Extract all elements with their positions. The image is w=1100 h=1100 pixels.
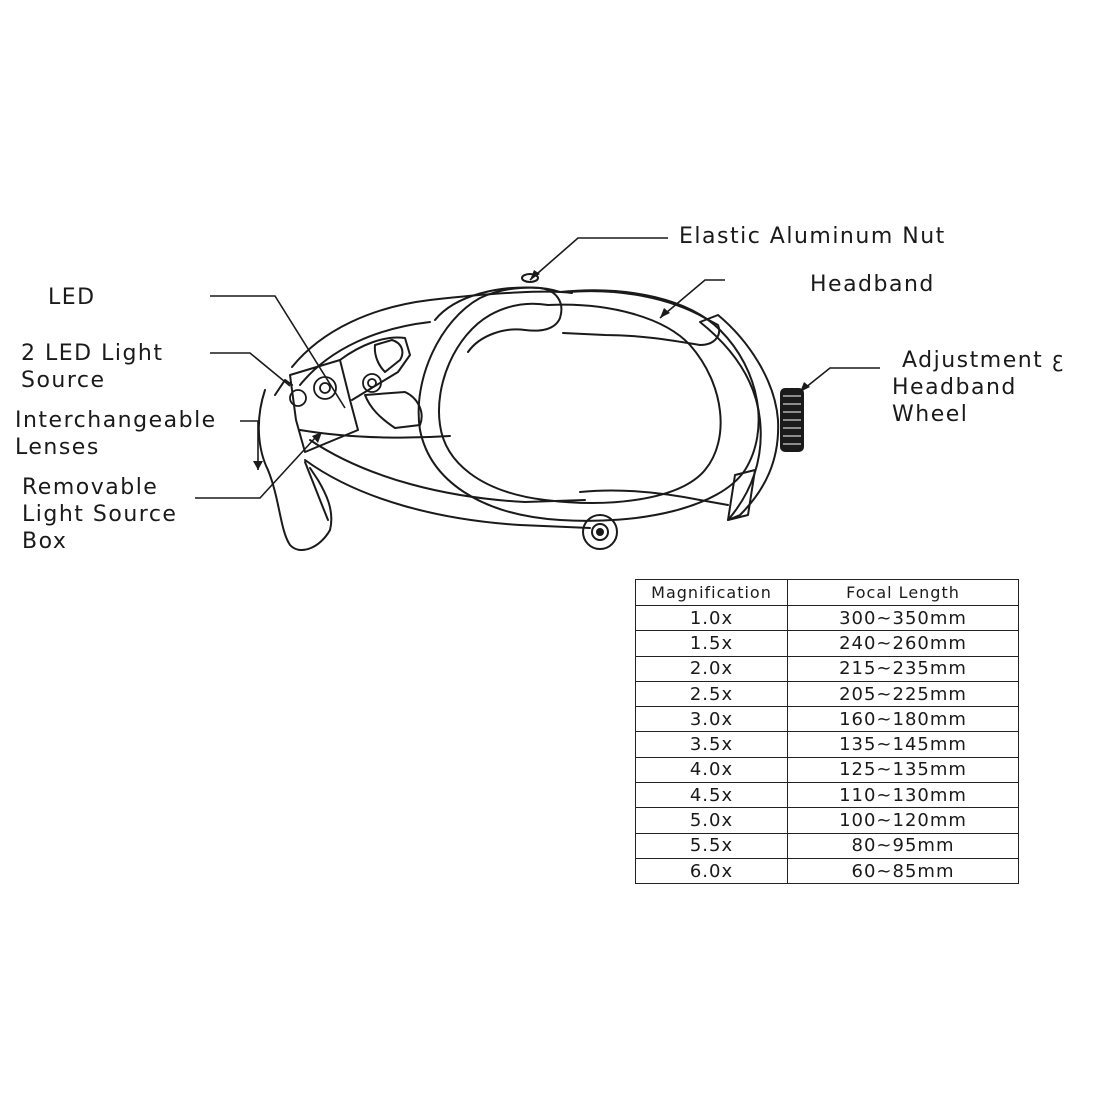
cell-focal-length: 215~235mm: [787, 655, 1019, 682]
lens-plate-edge: [274, 379, 293, 396]
leader-lenses: [240, 420, 259, 470]
arrow-nut: [530, 270, 540, 280]
leader-box: [195, 437, 316, 499]
lower-strap-3: [579, 489, 729, 506]
headband-ring-inner: [438, 302, 722, 504]
arrow-headband: [660, 308, 670, 318]
side-knob-center: [596, 528, 604, 536]
header-magnification: Magnification: [635, 579, 788, 606]
aluminum-nut: [521, 273, 539, 283]
led-light-right: [362, 373, 382, 393]
lens-plate: [257, 389, 333, 551]
cell-magnification: 4.5x: [635, 782, 788, 809]
label-led: LED: [48, 285, 96, 310]
cell-focal-length: 300~350mm: [787, 604, 1019, 632]
side-knob-inner: [591, 523, 609, 541]
cell-focal-length: 100~120mm: [787, 807, 1019, 834]
label-wheel-mark: ꜫ: [1051, 348, 1066, 373]
label-wheel-line2: Headband: [892, 375, 1017, 400]
cell-magnification: 1.0x: [635, 604, 788, 632]
leader-headband: [659, 279, 725, 319]
label-box-line3: Box: [22, 529, 68, 554]
lens-arm: [304, 461, 329, 521]
label-two-led-light-source: 2 LED Light Source: [21, 340, 163, 394]
visor-lower-edge: [299, 429, 451, 439]
cell-magnification: 4.0x: [635, 756, 788, 784]
lower-strap: [304, 459, 591, 529]
visor-inner-edge: [299, 321, 431, 386]
cell-magnification: 5.5x: [635, 832, 788, 859]
cell-focal-length: 240~260mm: [787, 630, 1019, 657]
cell-focal-length: 135~145mm: [787, 731, 1019, 758]
arrow-lenses: [253, 461, 263, 470]
cell-focal-length: 160~180mm: [787, 706, 1019, 733]
leader-led: [210, 295, 346, 409]
headband-ring-outer: [417, 286, 760, 522]
label-two-led-line2: Source: [21, 368, 106, 393]
label-wheel-line3: Wheel: [892, 402, 969, 427]
cell-magnification: 2.5x: [635, 680, 788, 708]
cell-focal-length: 205~225mm: [787, 680, 1019, 708]
cell-magnification: 2.0x: [635, 655, 788, 682]
leader-two-led: [210, 352, 291, 387]
arrow-wheel: [800, 382, 810, 392]
cell-magnification: 6.0x: [635, 857, 788, 885]
rear-housing-strap: [727, 469, 756, 521]
label-elastic-aluminum-nut: Elastic Aluminum Nut: [679, 224, 946, 249]
cell-magnification: 3.5x: [635, 731, 788, 758]
light-box-arm: [373, 339, 404, 373]
led-lamp: [289, 389, 307, 407]
label-wheel-line1-row: Adjustment ꜫ: [892, 347, 1065, 374]
table-header-row: Magnification Focal Length: [635, 579, 1019, 606]
leader-wheel: [799, 367, 880, 393]
visor-outline: [291, 290, 573, 368]
label-lenses-line1: Interchangeable: [15, 408, 217, 433]
label-adjustment-headband-wheel: Adjustment ꜫ Headband Wheel: [892, 347, 1065, 428]
label-interchangeable-lenses: Interchangeable Lenses: [15, 407, 217, 461]
cell-focal-length: 125~135mm: [787, 756, 1019, 784]
side-knob-outer: [582, 514, 618, 550]
light-box-top: [339, 336, 411, 401]
light-box-bracket: [364, 391, 423, 429]
top-strap-band: [562, 290, 720, 346]
label-headband: Headband: [810, 272, 935, 297]
label-removable-light-source-box: Removable Light Source Box: [22, 474, 177, 555]
arrow-box: [312, 432, 322, 443]
cell-focal-length: 110~130mm: [787, 782, 1019, 809]
cell-magnification: 1.5x: [635, 630, 788, 657]
rear-housing: [699, 314, 780, 521]
label-box-line2: Light Source: [22, 502, 178, 527]
cell-magnification: 5.0x: [635, 807, 788, 834]
label-wheel-line1: Adjustment: [902, 348, 1044, 373]
cell-magnification: 3.0x: [635, 706, 788, 733]
cell-focal-length: 60~85mm: [787, 857, 1019, 885]
header-focal-length: Focal Length: [787, 579, 1019, 606]
lower-strap-2: [309, 439, 586, 503]
top-strap: [434, 286, 563, 353]
leader-nut: [529, 237, 668, 281]
label-two-led-line1: 2 LED Light: [21, 341, 164, 366]
label-lenses-line2: Lenses: [15, 435, 100, 460]
cell-focal-length: 80~95mm: [787, 832, 1019, 859]
label-box-line1: Removable: [22, 475, 159, 500]
